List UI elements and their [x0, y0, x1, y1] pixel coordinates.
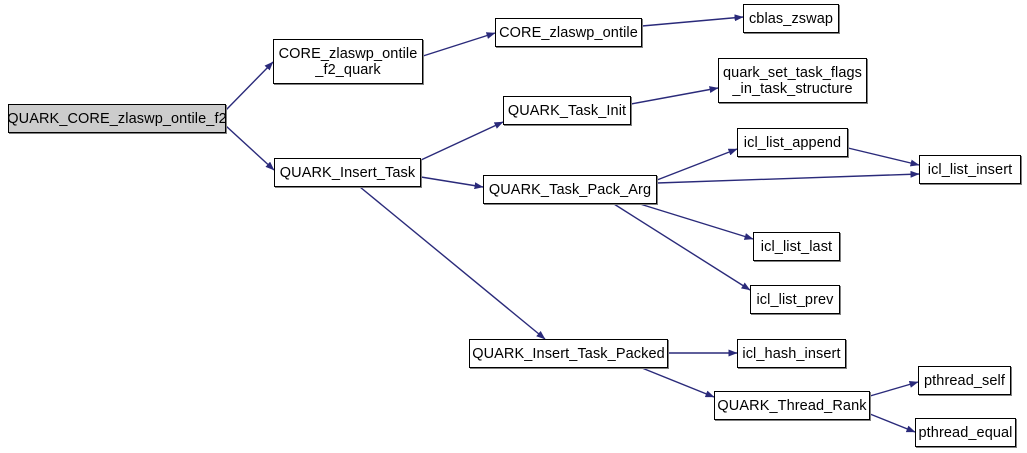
node-label: QUARK_Task_Pack_Arg	[488, 181, 652, 198]
edge-insert_task_packed-to-quark_thread_rank	[641, 367, 715, 398]
node-core_f2_quark[interactable]: CORE_zlaswp_ontile _f2_quark	[273, 39, 423, 84]
node-insert_task[interactable]: QUARK_Insert_Task	[274, 158, 421, 187]
node-label: CORE_zlaswp_ontile	[499, 24, 638, 41]
edge-task_pack_arg-to-icl_list_last	[639, 203, 754, 240]
node-icl_list_prev[interactable]: icl_list_prev	[750, 285, 840, 314]
edge-insert_task-to-insert_task_packed	[359, 186, 546, 340]
edge-insert_task-to-task_pack_arg	[420, 176, 484, 190]
node-pthread_self[interactable]: pthread_self	[918, 366, 1011, 395]
node-label: icl_list_append	[743, 134, 842, 151]
edge-quark_thread_rank-to-pthread_equal	[869, 413, 916, 433]
edge-root-to-core_f2_quark	[225, 61, 274, 111]
edge-task_pack_arg-to-icl_list_prev	[613, 203, 751, 291]
node-root[interactable]: QUARK_CORE_zlaswp_ontile_f2	[7, 104, 227, 133]
edge-core_ontile-to-cblas_zswap	[641, 14, 744, 27]
node-label: QUARK_Thread_Rank	[717, 397, 867, 414]
node-quark_thread_rank[interactable]: QUARK_Thread_Rank	[714, 391, 870, 420]
node-quark_set_task_flags[interactable]: quark_set_task_flags _in_task_structure	[718, 58, 867, 103]
node-label: pthread_self	[923, 372, 1005, 389]
edge-task_init-to-quark_set_task_flags	[630, 86, 719, 105]
edge-root-to-insert_task	[225, 125, 275, 171]
node-label: QUARK_Task_Init	[507, 102, 627, 119]
node-insert_task_packed[interactable]: QUARK_Insert_Task_Packed	[469, 339, 668, 368]
edge-insert_task-to-task_init	[420, 121, 504, 161]
node-label: cblas_zswap	[748, 10, 834, 27]
node-label: icl_list_insert	[927, 161, 1013, 178]
node-icl_list_last[interactable]: icl_list_last	[753, 232, 840, 261]
edge-task_pack_arg-to-icl_list_append	[656, 148, 738, 181]
node-label: icl_list_last	[760, 238, 833, 255]
node-label: QUARK_Insert_Task_Packed	[472, 345, 665, 362]
node-core_ontile[interactable]: CORE_zlaswp_ontile	[495, 18, 642, 47]
node-icl_hash_insert[interactable]: icl_hash_insert	[737, 339, 846, 368]
node-pthread_equal[interactable]: pthread_equal	[915, 418, 1016, 447]
node-task_init[interactable]: QUARK_Task_Init	[503, 96, 631, 125]
node-label: QUARK_CORE_zlaswp_ontile_f2	[7, 110, 227, 127]
node-label: pthread_equal	[918, 424, 1013, 441]
edge-quark_thread_rank-to-pthread_self	[869, 381, 919, 397]
node-task_pack_arg[interactable]: QUARK_Task_Pack_Arg	[483, 175, 657, 204]
edge-task_pack_arg-to-icl_list_insert	[656, 170, 920, 184]
node-icl_list_append[interactable]: icl_list_append	[737, 128, 848, 157]
node-icl_list_insert[interactable]: icl_list_insert	[919, 155, 1021, 184]
node-label: icl_list_prev	[756, 291, 834, 308]
node-label: CORE_zlaswp_ontile _f2_quark	[278, 45, 418, 78]
node-label: QUARK_Insert_Task	[279, 164, 416, 181]
edge-icl_list_append-to-icl_list_insert	[847, 147, 920, 167]
node-label: quark_set_task_flags _in_task_structure	[722, 64, 863, 97]
node-cblas_zswap[interactable]: cblas_zswap	[743, 4, 839, 33]
edge-core_f2_quark-to-core_ontile	[422, 32, 496, 57]
node-label: icl_hash_insert	[742, 345, 841, 362]
